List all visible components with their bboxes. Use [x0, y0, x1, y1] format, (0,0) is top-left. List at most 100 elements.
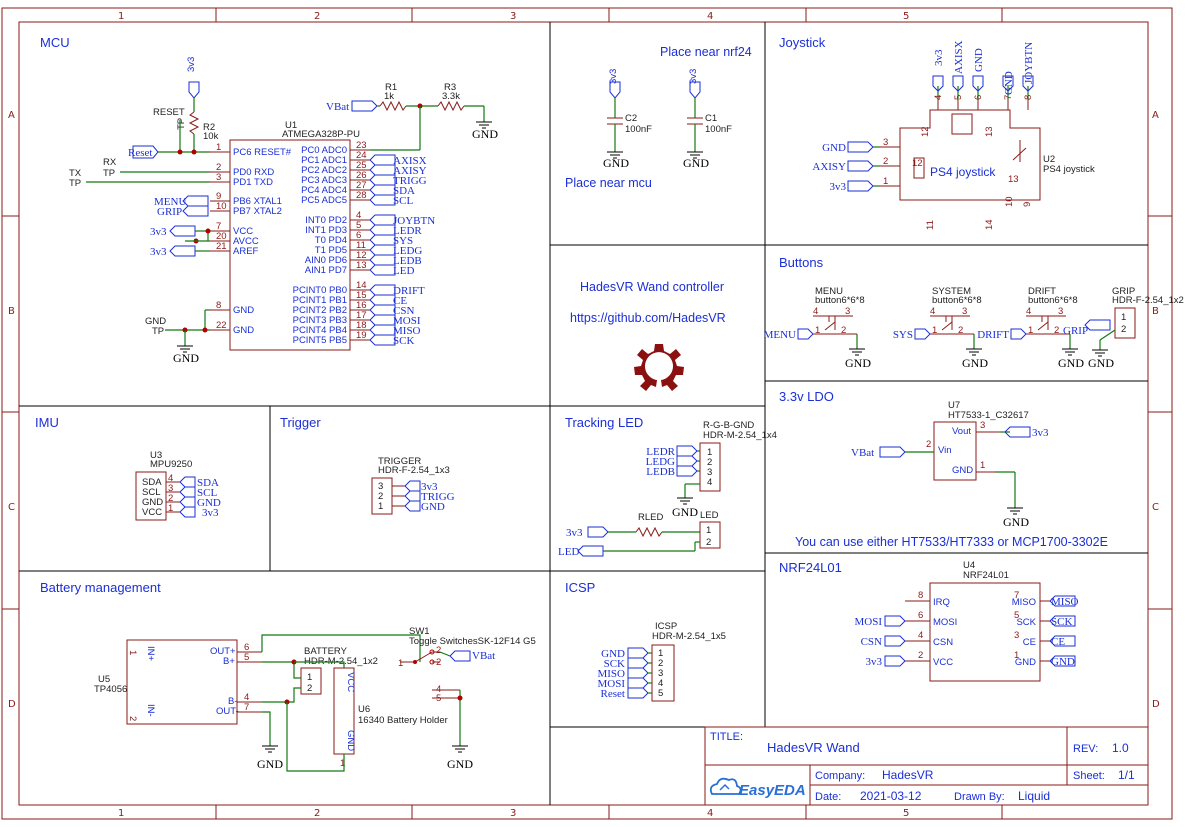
- r3-resistor[interactable]: [437, 100, 465, 112]
- net-flag-rled-3v3: [587, 526, 609, 538]
- net-label-miso: MISO: [393, 325, 421, 337]
- gnd-tp-title: GND: [145, 316, 166, 327]
- decoupling-section: Place near nrf24 Place near mcu 3v3 C2 1…: [565, 45, 752, 190]
- rgb-pin-num-3: 4: [707, 477, 712, 488]
- title-value: HadesVR Wand: [767, 740, 860, 755]
- joy-top-pin-1: 5: [953, 95, 964, 100]
- joy-top-pin-0: 4: [933, 95, 944, 100]
- nrf-left-flag-2: [884, 635, 906, 647]
- u2-ref: U2: [1043, 154, 1055, 165]
- r1-resistor[interactable]: [379, 100, 407, 112]
- u1-pin-name-10: PB7 XTAL2: [233, 206, 282, 217]
- nrf-left-num-0: 8: [918, 590, 923, 601]
- gnd-label-rgb: GND: [672, 505, 698, 519]
- gnd-symbol-mcu: [177, 345, 193, 353]
- joy-top-flag-2: [972, 75, 984, 92]
- u1-body[interactable]: [229, 139, 351, 351]
- net-label-grip: GRIP: [157, 206, 182, 218]
- u2-value: PS4 joystick: [1043, 164, 1095, 175]
- joy-left-pin-1: 2: [883, 156, 888, 167]
- net-label-sw-vbat: VBat: [472, 650, 495, 662]
- u5-body[interactable]: [126, 639, 238, 725]
- joy-top-flag-3: [1002, 75, 1014, 92]
- net-flag-ldo-vbat: [879, 446, 906, 458]
- u3-body[interactable]: [135, 471, 167, 521]
- zone-row-c: C: [8, 502, 15, 513]
- u7-gnd-name: GND: [952, 465, 973, 476]
- u1-pin-num-13: 13: [356, 260, 367, 271]
- joystick-pot-y: [913, 157, 925, 179]
- nrf-right-net-3: GND: [1051, 656, 1075, 668]
- button-pin1-2: 1: [1028, 325, 1033, 336]
- net-label-ldo-vbat: VBat: [851, 447, 874, 459]
- joy-pin-14: 14: [984, 219, 995, 230]
- joy-top-flag-0: [932, 75, 944, 92]
- section-title-battery: Battery management: [40, 580, 161, 595]
- u1-pin-num-1: 1: [216, 142, 221, 153]
- net-flag-sck: [369, 334, 396, 346]
- u4-body[interactable]: [929, 582, 1041, 682]
- button-pin3-1: 3: [962, 306, 967, 317]
- net-label-ledg: LEDG: [393, 245, 422, 257]
- gnd-label-mcu: GND: [173, 351, 199, 365]
- drawn-label: Drawn By:: [954, 791, 1005, 803]
- drawn-value: Liquid: [1018, 789, 1050, 803]
- u7-body[interactable]: [933, 421, 977, 481]
- r2-resistor[interactable]: [188, 111, 200, 135]
- joystick-center-label: PS4 joystick: [930, 165, 996, 179]
- zone-col-5: 5: [903, 11, 909, 22]
- imu-pin-num-0: 4: [168, 473, 173, 484]
- button-switch-2[interactable]: [1037, 316, 1049, 331]
- joy-top-net-4: JOYBTN: [1023, 42, 1035, 84]
- button-switch-0[interactable]: [824, 316, 836, 331]
- r1-value: 1k: [384, 91, 394, 102]
- rled-resistor[interactable]: [635, 526, 663, 538]
- u6-value: 16340 Battery Holder: [358, 715, 448, 726]
- u1-reset-3v3-label: 3v3: [186, 57, 197, 72]
- joystick-body[interactable]: [899, 109, 1041, 201]
- trigger-value: HDR-F-2.54_1x3: [378, 465, 450, 476]
- battery-header[interactable]: [300, 667, 322, 695]
- zone-col-5-bottom: 5: [903, 808, 909, 819]
- gnd-label-battery: GND: [257, 757, 283, 771]
- c2-capacitor[interactable]: [607, 117, 623, 125]
- net-label-mosi: MOSI: [393, 315, 421, 327]
- section-title-buttons: Buttons: [779, 255, 824, 270]
- sw1-pin-5: 5: [436, 693, 441, 704]
- nrf-right-net-1: SCK: [1051, 616, 1072, 628]
- joy-top-net-1: AXISX: [953, 40, 965, 74]
- joy-left-flag-0: [847, 141, 874, 153]
- net-flag-axisy: [369, 164, 396, 176]
- r2-value: 10k: [203, 131, 219, 142]
- u7-pin-3: 3: [980, 420, 985, 431]
- rgb-header[interactable]: [699, 442, 721, 492]
- button-pin4-0: 4: [813, 306, 818, 317]
- u1-pin-name-14: PCINT0 PB0: [293, 285, 347, 296]
- section-dividers: [19, 22, 1148, 805]
- button-switch-1[interactable]: [941, 316, 953, 331]
- gnd-label-ldo: GND: [1003, 515, 1029, 529]
- net-label-rled-3v3: 3v3: [566, 527, 583, 539]
- nrf-left-name-3: VCC: [933, 657, 953, 668]
- project-url[interactable]: https://github.com/HadesVR: [570, 311, 726, 325]
- battery-conn-title: BATTERY: [304, 646, 348, 657]
- c2-ref: C2: [625, 113, 637, 124]
- gnd-symbol-c2: [607, 151, 623, 159]
- easyeda-logo-icon: EasyEDA: [709, 777, 806, 799]
- net-flag-csn: [369, 304, 396, 316]
- joystick-switch: [1012, 140, 1027, 162]
- button-value-1: button6*6*8: [932, 295, 982, 306]
- u1-pin-name-22: GND: [233, 325, 254, 336]
- grip-header[interactable]: [1114, 307, 1136, 339]
- c1-capacitor[interactable]: [687, 117, 703, 125]
- icsp-net-2: MISO: [597, 668, 625, 680]
- rev-label: REV:: [1073, 743, 1098, 755]
- net-label-reset: Reset: [128, 147, 152, 159]
- sw1-value: Toggle SwitchesSK-12F14 G5: [409, 636, 536, 647]
- sw1-pin-2: 2: [436, 645, 441, 656]
- u4-ref: U4: [963, 560, 975, 571]
- led-header[interactable]: [699, 521, 721, 549]
